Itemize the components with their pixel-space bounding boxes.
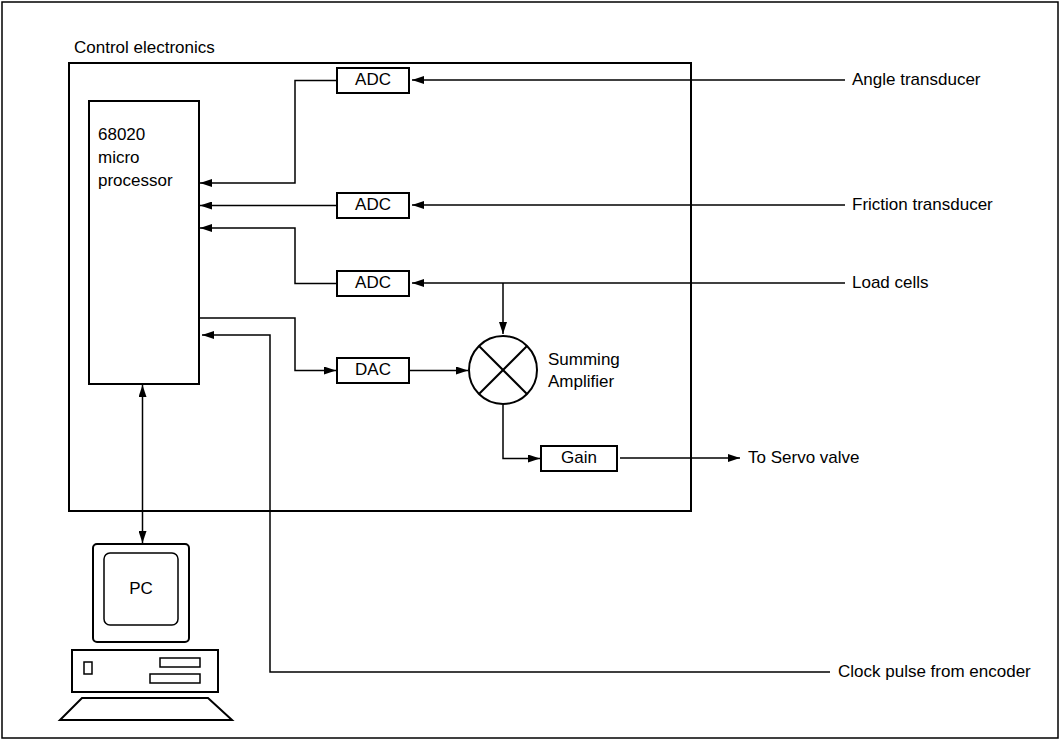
signal-label: Load cells (852, 273, 929, 293)
power-button (84, 662, 92, 674)
node-text: ADC (338, 272, 408, 295)
summing-amplifier: Summing Amplifier (468, 335, 538, 405)
signal-label: Angle transducer (852, 70, 981, 90)
summing-cross (479, 346, 527, 394)
monitor-screen (104, 553, 178, 625)
node-text: ADC (338, 69, 408, 92)
pc-monitor: PC (92, 543, 190, 643)
connector (410, 370, 468, 372)
node-text: Control electronics (74, 37, 215, 59)
output-wire (620, 457, 740, 459)
clock-wire (202, 335, 830, 672)
node-text: Gain (542, 447, 616, 470)
signal-wire (412, 204, 845, 206)
node-text: 68020 micro processor (98, 124, 180, 193)
pc-base-unit (72, 650, 218, 692)
node-text: Summing Amplifier (548, 349, 648, 393)
gain-box: Gain (540, 445, 618, 472)
signal-wire (412, 79, 845, 81)
connector (200, 318, 336, 371)
node-text: PC (104, 553, 178, 625)
signal-wire (412, 282, 845, 284)
signal-label: Friction transducer (852, 195, 993, 215)
connector (503, 405, 540, 459)
adc-box: ADC (336, 192, 410, 219)
adc-box: ADC (336, 270, 410, 297)
summing-circle (469, 336, 537, 404)
connector (200, 81, 336, 184)
node-text: ADC (338, 194, 408, 217)
connector (200, 205, 336, 207)
adc-box: ADC (336, 67, 410, 94)
pc-keyboard (60, 698, 232, 720)
microprocessor-box: 68020 micro processor (88, 100, 200, 385)
summing-cross (479, 346, 527, 394)
signal-label: Clock pulse from encoder (838, 662, 1031, 682)
control-electronics-box: Control electronics68020 micro processor… (68, 62, 692, 512)
signal-label: To Servo valve (748, 448, 860, 468)
connector (142, 385, 144, 543)
branch-wire (502, 283, 504, 334)
dac-box: DAC (336, 357, 410, 384)
monitor-case (93, 544, 189, 642)
summing-symbol (468, 335, 538, 405)
drive-slot (160, 658, 200, 667)
connector (200, 228, 336, 284)
node-text: DAC (338, 359, 408, 382)
drive-slot (150, 674, 200, 683)
